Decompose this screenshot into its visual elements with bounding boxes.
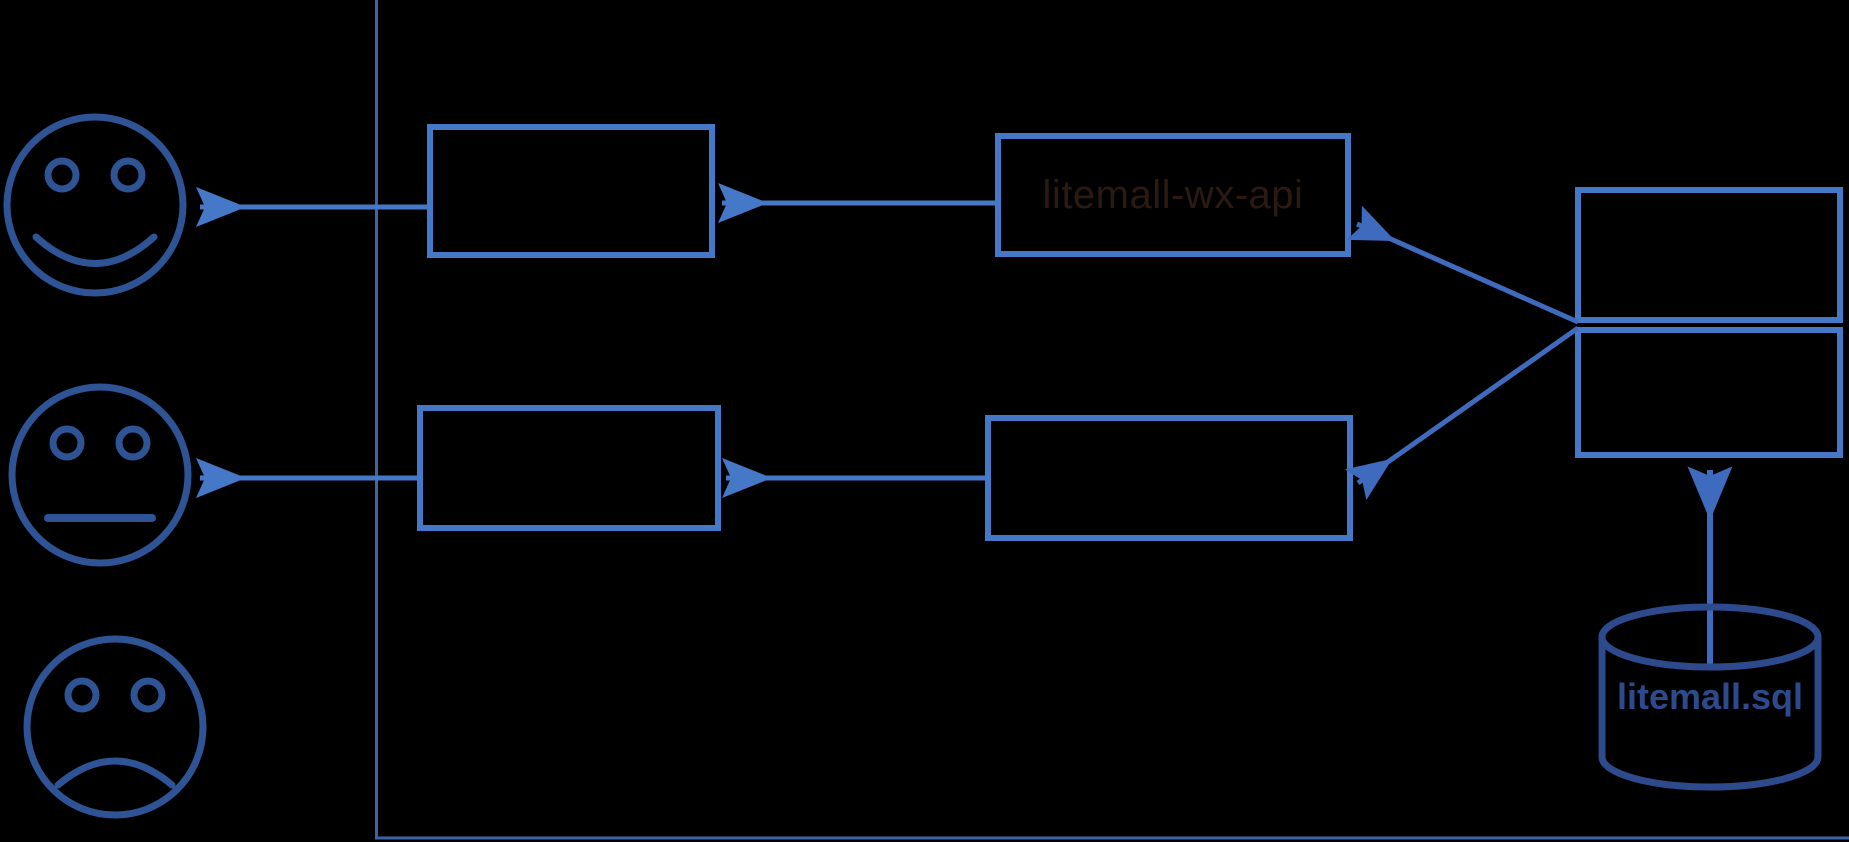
core-box-top[interactable] <box>1575 187 1843 323</box>
smiley-happy-icon <box>3 113 187 297</box>
system-boundary <box>375 0 1849 840</box>
frontend-box-top[interactable] <box>427 124 715 258</box>
arrow-core-to-service-bottom <box>1344 325 1580 501</box>
smiley-neutral-icon <box>8 383 192 567</box>
core-box-bottom[interactable] <box>1575 327 1843 458</box>
service-box-bottom[interactable] <box>985 415 1353 541</box>
frontend-box-bottom[interactable] <box>417 405 721 531</box>
smiley-sad-icon <box>23 635 207 819</box>
litemall-wx-api-box[interactable] <box>995 133 1351 257</box>
litemall-sql-database[interactable] <box>1598 603 1822 791</box>
arrow-core-to-litemall-wx-api <box>1346 205 1580 325</box>
